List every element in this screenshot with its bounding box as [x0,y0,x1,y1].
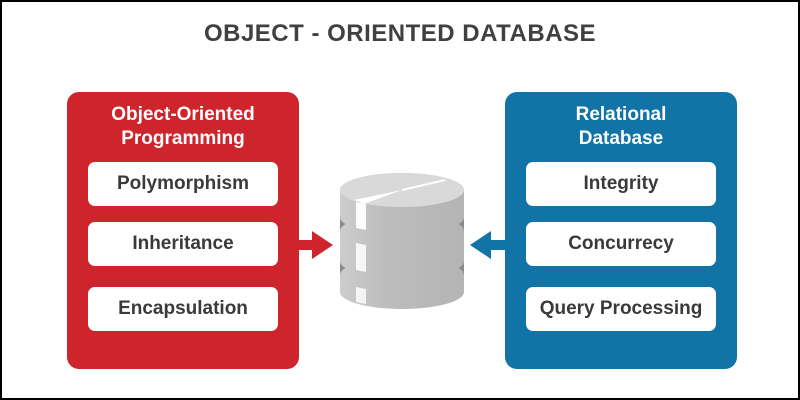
page-title: OBJECT - ORIENTED DATABASE [203,20,597,47]
rdb-item-concurrecy: Concurrecy [526,222,716,266]
rdb-panel-title-line2: Database [578,128,664,150]
oop-panel-title: Object-Oriented Programming [67,103,299,162]
oop-panel-title-line1: Object-Oriented [111,104,255,125]
oop-panel: Object-Oriented Programming Polymorphism… [67,92,299,369]
red-arrow-right-icon [298,231,333,259]
rdb-panel-title: Relational Database [505,103,737,162]
rdb-item-query-processing: Query Processing [526,287,716,331]
rdb-items: Integrity Concurrecy Query Processing [505,162,737,331]
oop-item-polymorphism: Polymorphism [88,162,278,206]
oop-item-encapsulation: Encapsulation [88,287,278,331]
rdb-panel: Relational Database Integrity Concurrecy… [505,92,737,369]
rdb-panel-title-line1: Relational [575,104,667,125]
oop-item-inheritance: Inheritance [88,222,278,266]
rdb-item-integrity: Integrity [526,162,716,206]
oop-panel-title-line2: Programming [121,128,245,150]
blue-arrow-left-icon [470,231,505,259]
database-icon [340,173,464,309]
oop-items: Polymorphism Inheritance Encapsulation [67,162,299,331]
